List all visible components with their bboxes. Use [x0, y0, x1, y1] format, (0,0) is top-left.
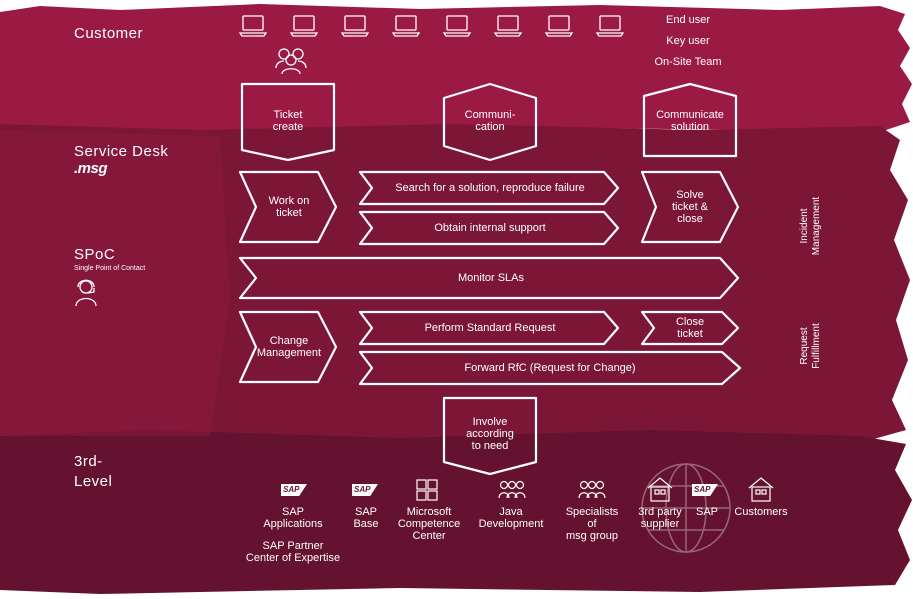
third-level-sap: SAP [695, 506, 718, 518]
laptop-icon [289, 15, 319, 37]
step-communicate-solution: Communicate solution [656, 109, 724, 133]
third-level-sap-base: SAP Base [353, 506, 379, 530]
lane-service-desk: Service Desk [74, 143, 169, 160]
customer-band [0, 4, 912, 134]
solve-shape [640, 170, 740, 244]
laptop-icon [493, 15, 523, 37]
msg-logo: .msg [74, 160, 108, 177]
lane-third-level-line2: Level [74, 473, 113, 490]
customer-group-icon [275, 48, 307, 75]
sap-logo-icon: SAP [352, 484, 378, 496]
laptop-icons [238, 15, 625, 37]
third-level-sap-applications: SAP Applications [263, 506, 323, 530]
step-communication: Communi- cation [464, 109, 516, 133]
third-level-band [0, 430, 912, 594]
forward-rfc-shape [358, 350, 742, 386]
people-group-icon [498, 480, 526, 499]
sap-partner-label: SAP Partner Center of Expertise [245, 540, 341, 564]
step-internal-support: Obtain internal support [434, 222, 546, 234]
house-icon [748, 477, 774, 502]
step-solve-ticket: Solve ticket & close [671, 189, 709, 225]
step-work-on-ticket: Work on ticket [268, 195, 310, 219]
communication-shape [442, 82, 538, 162]
sap-logo-icon: SAP [281, 484, 307, 496]
laptop-icon [391, 15, 421, 37]
laptop-icon [595, 15, 625, 37]
internal-support-shape [358, 210, 620, 246]
step-change-management: Change Management [256, 335, 322, 359]
step-standard-request: Perform Standard Request [424, 322, 556, 334]
laptop-icon [340, 15, 370, 37]
monitor-shape [238, 256, 740, 300]
third-level-3rd-party: 3rd party supplier [638, 506, 682, 530]
step-close-ticket: Close ticket [675, 316, 705, 340]
service-band-lighter-left [0, 130, 230, 436]
step-search-solution: Search for a solution, reproduce failure [395, 182, 585, 194]
third-level-specialists: Specialists of msg group [565, 506, 619, 542]
lane-customer: Customer [74, 25, 144, 42]
lane-spoc: SPoC [74, 246, 116, 263]
third-level-microsoft-cc: Microsoft Competence Center [397, 506, 461, 542]
ticket-create-shape [240, 82, 336, 162]
windows-icon [416, 479, 438, 501]
standard-request-shape [358, 310, 620, 346]
search-shape [358, 170, 620, 206]
third-level-customers: Customers [734, 506, 788, 518]
sap-logo-icon: SAP [692, 484, 718, 496]
role-key-user: Key user [666, 35, 710, 47]
service-band [0, 124, 910, 442]
role-end-user: End user [665, 14, 711, 26]
work-on-ticket-shape [238, 170, 338, 244]
change-management-shape [238, 310, 338, 384]
laptop-icon [544, 15, 574, 37]
step-forward-rfc: Forward RfC (Request for Change) [464, 362, 636, 374]
close-ticket-shape [640, 310, 740, 346]
lane-third-level-line1: 3rd- [74, 453, 103, 470]
step-involve: Involve according to need [466, 416, 514, 452]
third-level-java-development: Java Development [478, 506, 544, 530]
step-monitor-slas: Monitor SLAs [457, 272, 525, 284]
role-on-site-team: On-Site Team [654, 56, 722, 68]
laptop-icon [238, 15, 268, 37]
house-icon [647, 477, 673, 502]
involve-shape [442, 396, 538, 476]
laptop-icon [442, 15, 472, 37]
people-group-icon [578, 480, 606, 499]
lane-spoc-subtitle: Single Point of Contact [74, 265, 146, 272]
communicate-solution-shape [642, 82, 738, 158]
headset-agent-icon [75, 279, 97, 307]
step-ticket-create: Ticket create [272, 109, 304, 133]
